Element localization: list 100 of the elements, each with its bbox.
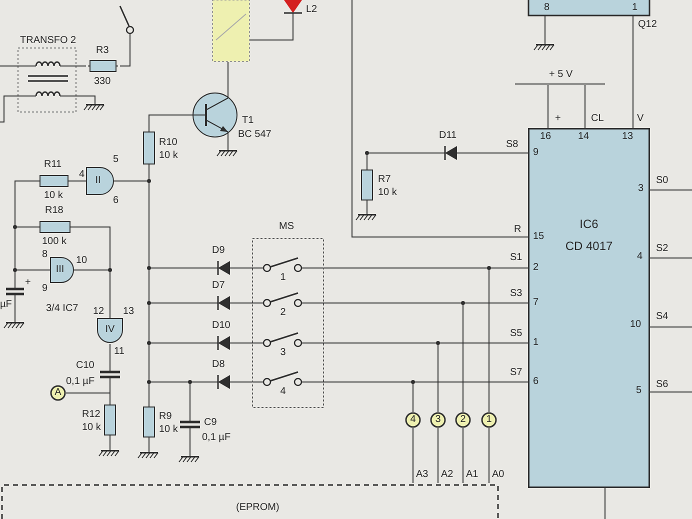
component-label: A bbox=[54, 388, 62, 398]
pin-label: 13 bbox=[123, 307, 134, 317]
pin-label: V bbox=[637, 114, 644, 124]
wire bbox=[584, 84, 586, 128]
pin-label: CL bbox=[591, 114, 604, 124]
pin-label: 5 bbox=[636, 386, 642, 396]
component-label: R7 bbox=[378, 175, 391, 185]
component-label: µF bbox=[0, 300, 12, 310]
wire bbox=[462, 428, 464, 484]
wire bbox=[632, 16, 634, 128]
wire bbox=[236, 302, 262, 304]
component-label: IC6 bbox=[580, 218, 598, 230]
wire bbox=[650, 326, 692, 328]
pin-label: 3 bbox=[638, 184, 644, 194]
pin-label: 5 bbox=[113, 155, 119, 165]
component-label: 0,1 µF bbox=[202, 433, 231, 443]
component-label: 330 bbox=[94, 77, 111, 87]
component-label: CD 4017 bbox=[565, 240, 613, 252]
component-label: D10 bbox=[212, 321, 230, 331]
wire bbox=[66, 392, 110, 404]
wire bbox=[412, 382, 528, 412]
component-label: II bbox=[95, 176, 101, 186]
component-label: D8 bbox=[212, 360, 225, 370]
wire bbox=[120, 42, 130, 66]
pin-label: S4 bbox=[656, 312, 668, 322]
switch-number: 3 bbox=[280, 348, 286, 358]
pin-label: 14 bbox=[578, 132, 590, 142]
component-label: T1 bbox=[242, 116, 254, 126]
pin-label: S5 bbox=[510, 329, 522, 339]
wire bbox=[366, 152, 438, 168]
wire bbox=[70, 180, 86, 182]
component-label: TRANSFO 2 bbox=[20, 36, 76, 46]
pin-label: 9 bbox=[533, 148, 539, 158]
pin-number: 1 bbox=[632, 3, 638, 13]
pin-label: S2 bbox=[656, 244, 668, 254]
component-label: 3 bbox=[435, 415, 441, 425]
component-label: R3 bbox=[96, 46, 109, 56]
component-label: D11 bbox=[439, 131, 457, 141]
pin-label: 4 bbox=[79, 170, 85, 180]
pin-label: A0 bbox=[492, 470, 504, 480]
group-label: (EPROM) bbox=[236, 503, 280, 513]
component-label: R10 bbox=[159, 138, 178, 148]
pin-label: 1 bbox=[533, 338, 539, 348]
component-label: 10 k bbox=[159, 151, 178, 161]
component-label: L2 bbox=[306, 5, 318, 15]
wire bbox=[412, 428, 414, 484]
wire bbox=[236, 342, 262, 344]
pin-label: 2 bbox=[533, 263, 539, 273]
pin-label: 8 bbox=[42, 250, 48, 260]
pin-label: 16 bbox=[540, 132, 552, 142]
pin-number: 8 bbox=[544, 3, 550, 13]
pin-label: S6 bbox=[656, 380, 668, 390]
pin-label: S8 bbox=[506, 140, 518, 150]
wire bbox=[148, 438, 150, 452]
pin-label: R bbox=[514, 225, 522, 235]
wire bbox=[462, 152, 528, 154]
pin-label: Q12 bbox=[638, 20, 657, 30]
pin-label: 10 bbox=[76, 256, 88, 266]
wire bbox=[74, 270, 110, 318]
pin-label: 6 bbox=[533, 377, 539, 387]
wire bbox=[14, 180, 38, 228]
wire bbox=[148, 114, 192, 130]
pin-label: 4 bbox=[637, 252, 643, 262]
wire bbox=[438, 342, 528, 412]
component-label: 10 k bbox=[44, 191, 63, 201]
wire bbox=[544, 16, 546, 44]
component-label: R18 bbox=[45, 206, 64, 216]
component-label: IV bbox=[105, 325, 115, 335]
pin-label: + bbox=[25, 278, 31, 288]
group-label: MS bbox=[279, 222, 294, 232]
pin-label: 11 bbox=[114, 347, 124, 357]
wire bbox=[14, 270, 50, 284]
switch-number: 1 bbox=[280, 273, 286, 283]
wire bbox=[488, 428, 490, 484]
component-label: R11 bbox=[44, 160, 62, 170]
pin-label: 13 bbox=[622, 132, 634, 142]
wire bbox=[604, 488, 606, 519]
switch-number: 4 bbox=[280, 387, 286, 397]
wire bbox=[366, 202, 368, 214]
component-label: 10 k bbox=[159, 425, 178, 435]
wire bbox=[0, 96, 16, 122]
component-label: III bbox=[56, 265, 64, 275]
component-label: C10 bbox=[76, 361, 94, 371]
component-label: 100 k bbox=[42, 237, 66, 247]
pin-label: + bbox=[555, 114, 561, 124]
pin-label: A3 bbox=[416, 470, 428, 480]
pin-label: S3 bbox=[510, 289, 522, 299]
component-label: 1 bbox=[486, 415, 492, 425]
component-label: 4 bbox=[410, 415, 416, 425]
pin-label: 7 bbox=[533, 298, 539, 308]
pin-label: A2 bbox=[441, 470, 454, 480]
component-label: D7 bbox=[212, 281, 225, 291]
wire bbox=[352, 0, 528, 238]
wire bbox=[488, 268, 528, 412]
pin-label: 6 bbox=[113, 196, 119, 206]
pin-label: S7 bbox=[510, 368, 522, 378]
pin-label: 10 bbox=[630, 320, 642, 330]
component-label: C9 bbox=[204, 418, 217, 428]
pin-label: 9 bbox=[42, 284, 48, 294]
pin-label: A1 bbox=[466, 470, 478, 480]
